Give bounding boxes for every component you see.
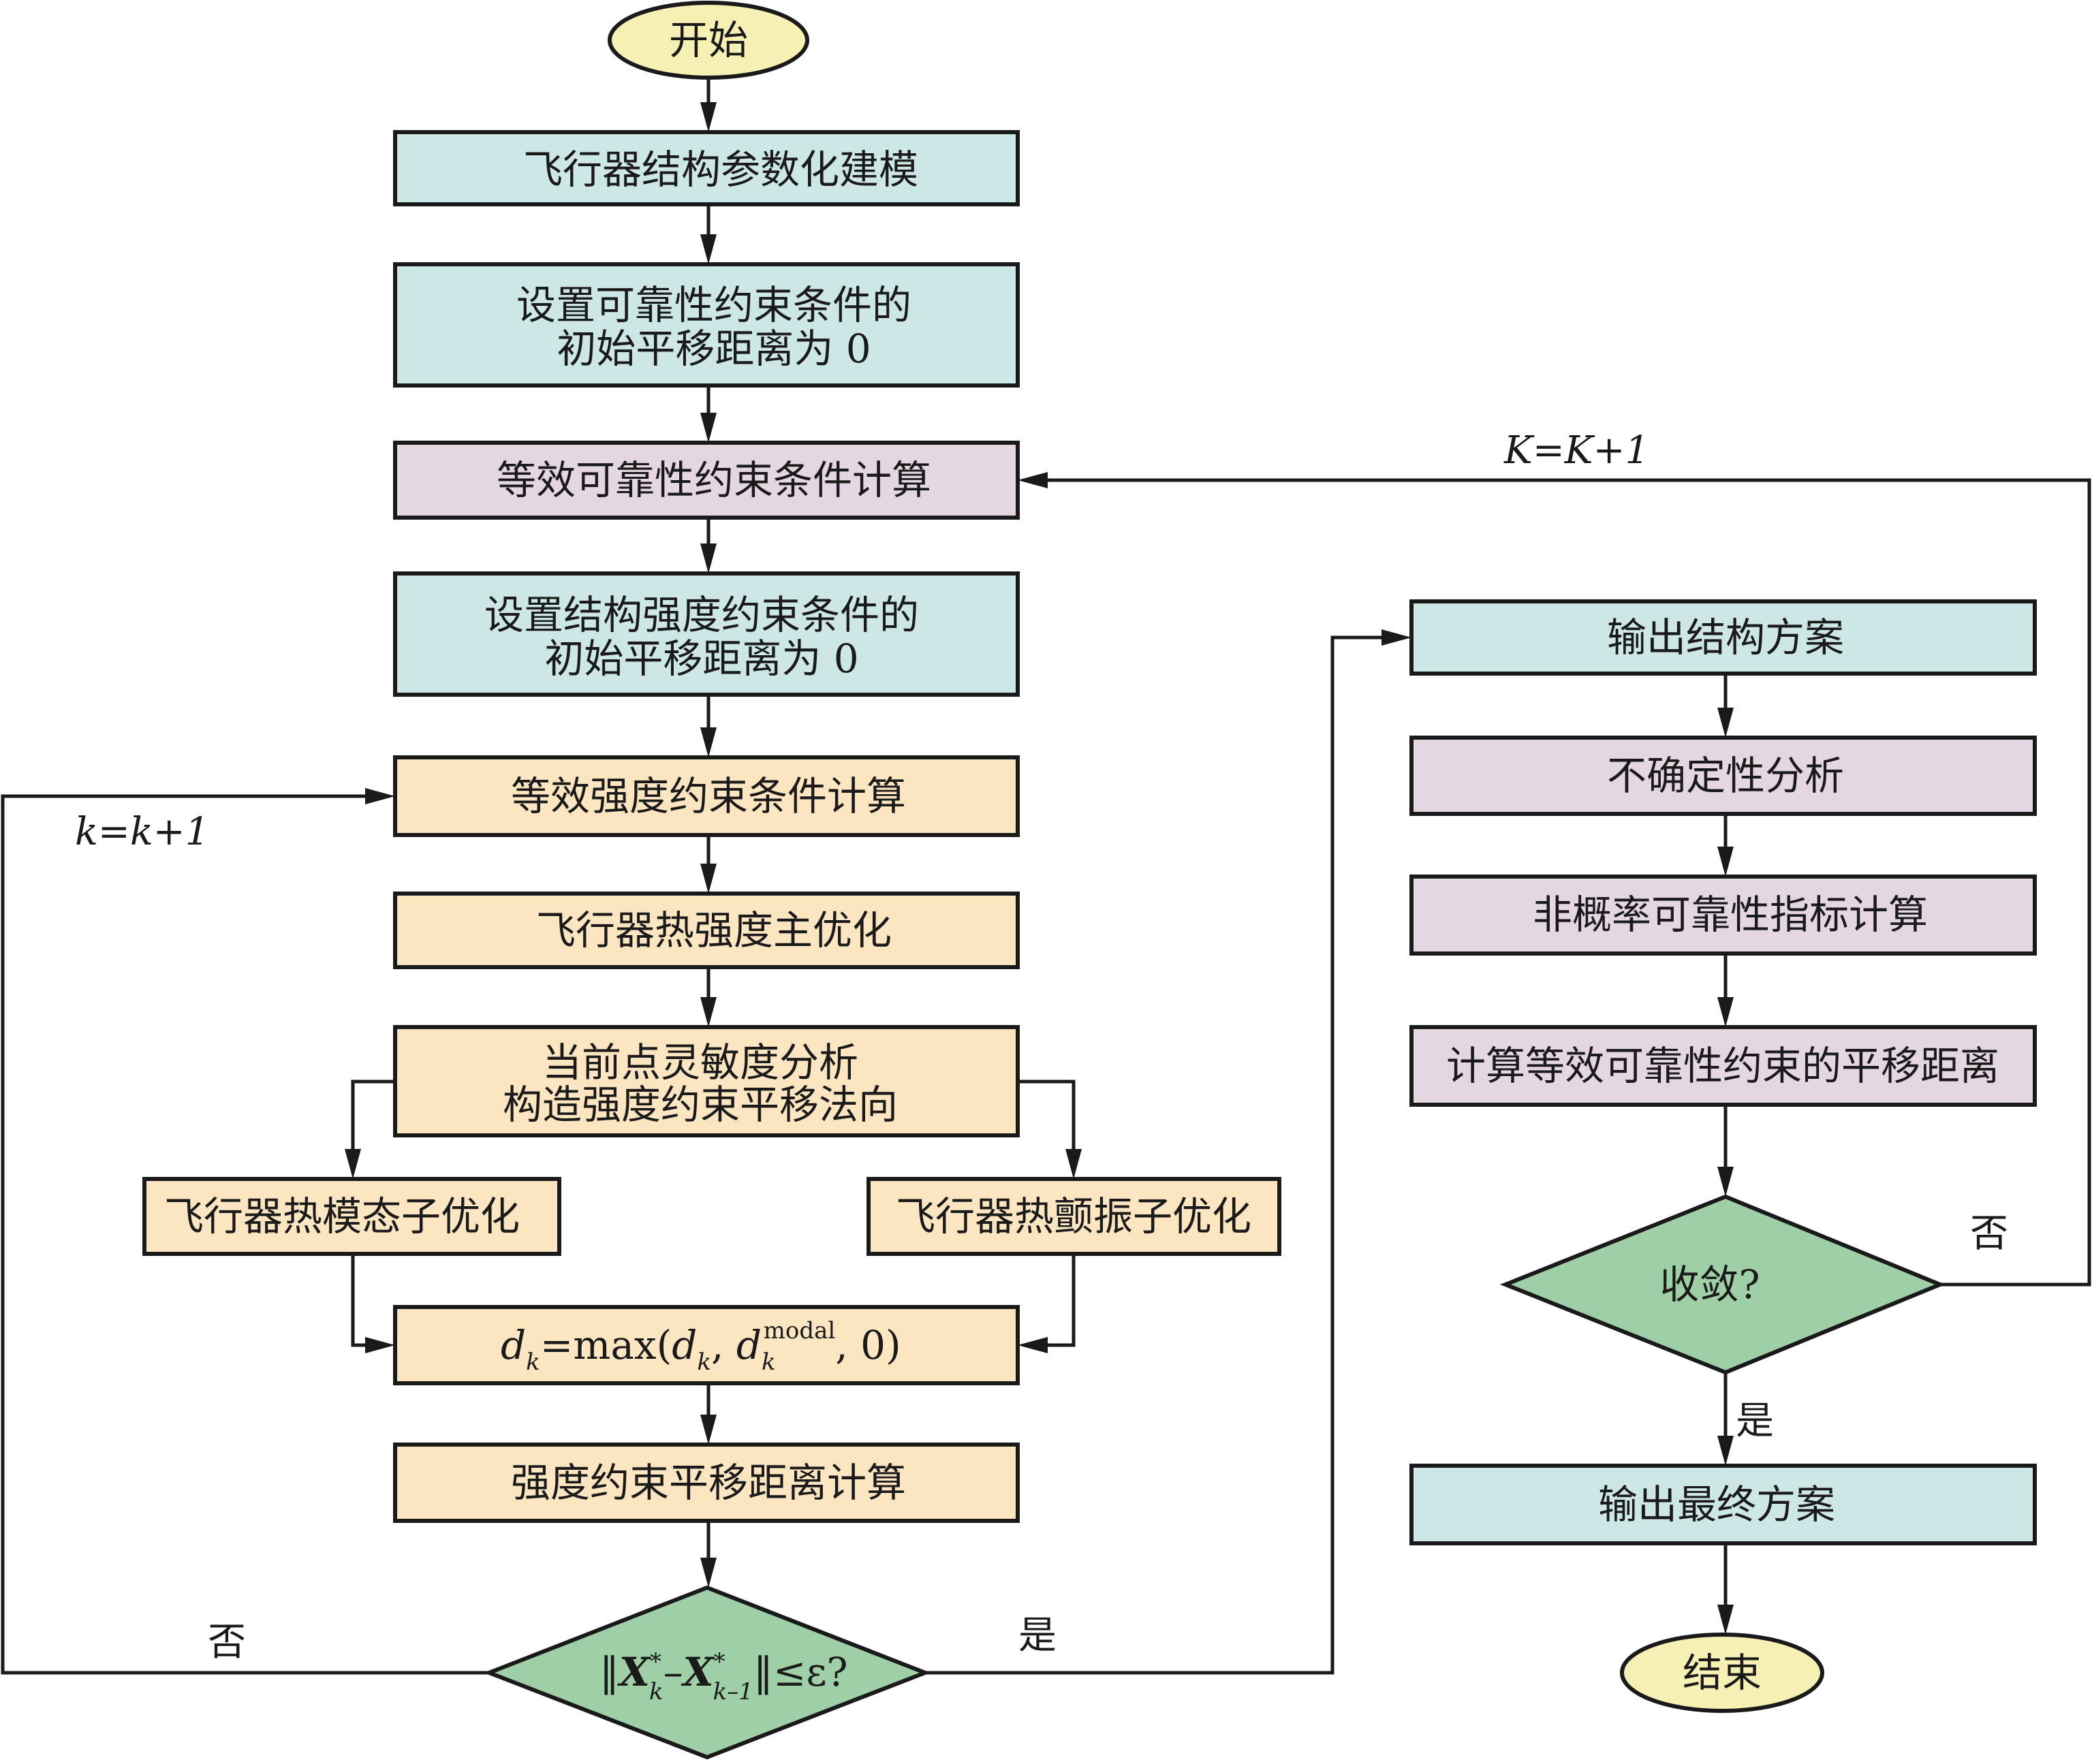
uncertainty-box [1409, 736, 2037, 816]
output-structure-box [1409, 599, 2037, 676]
uncertainty-label: 不确定性分析 [1607, 753, 1844, 799]
arrowheads [345, 102, 1734, 1635]
output-final-label: 输出最终方案 [1598, 1481, 1835, 1528]
arrowhead [1018, 472, 1048, 488]
arrowhead [1717, 997, 1734, 1027]
arrowhead [1065, 1149, 1082, 1179]
arrowhead [1717, 847, 1734, 877]
convergence-check-diamond [483, 1585, 931, 1760]
set-reliability-label-1: 设置可靠性约束条件的 [516, 282, 911, 328]
arrowhead [700, 727, 717, 757]
connectors [1, 78, 2091, 1675]
flutter-sub-opt-box [867, 1177, 1281, 1256]
strength-shift-box [393, 1443, 1020, 1523]
formula-part: =max( [540, 1322, 672, 1368]
arrowhead [1717, 1167, 1734, 1197]
arrowhead [1717, 1605, 1734, 1635]
equiv-strength-box [393, 755, 1020, 837]
nonprob-index-box [1409, 875, 2037, 956]
right-no-label: 否 [1970, 1212, 2008, 1256]
arrowhead [700, 1558, 717, 1588]
dk-formula-label: dk=max(dk, dkmodal, 0) [501, 1317, 901, 1376]
arrowhead [700, 544, 717, 573]
end-terminal [1620, 1633, 1824, 1713]
output-structure-label: 输出结构方案 [1607, 614, 1844, 661]
formula-part: k [697, 1349, 711, 1376]
arrowhead [345, 1149, 361, 1179]
sensitivity-label-1: 当前点灵敏度分析 [542, 1039, 858, 1086]
formula-part: d [501, 1322, 526, 1368]
main-opt-box [393, 892, 1020, 969]
formula-part: k [649, 1678, 663, 1705]
formula-part: , 0) [835, 1322, 901, 1368]
main-opt-label: 飞行器热强度主优化 [536, 907, 892, 954]
equiv-rel-shift-label: 计算等效可靠性约束的平移距离 [1446, 1043, 1999, 1089]
equiv-strength-label: 等效强度约束条件计算 [511, 773, 906, 819]
arrowhead [700, 102, 717, 132]
formula-part: X [616, 1649, 651, 1695]
arrowhead [365, 1337, 395, 1353]
edge-sens-modal [351, 1080, 395, 1156]
arrowhead [1717, 1436, 1734, 1466]
set-reliability-label-2: 初始平移距离为 0 [557, 326, 871, 372]
sensitivity-label-2: 构造强度约束平移法向 [503, 1082, 898, 1128]
formula-part: k–1 [713, 1678, 753, 1705]
formula-part: ‖ [599, 1649, 619, 1695]
formula-part: k [762, 1349, 776, 1376]
edge-sens-flutter [1018, 1080, 1076, 1156]
formula-part: , [711, 1322, 736, 1368]
set-reliability-box [393, 262, 1020, 388]
arrowhead [700, 234, 717, 264]
formula-part: k [526, 1349, 540, 1376]
edge-yes-output [925, 635, 1388, 1675]
equiv-reliability-label: 等效可靠性约束条件计算 [497, 457, 931, 503]
modal-sub-opt-box [142, 1177, 561, 1256]
arrowhead [365, 788, 395, 804]
formula-part: ‖≤ε? [753, 1649, 848, 1695]
set-strength-box [393, 571, 1020, 697]
formula-part: X [681, 1649, 715, 1695]
arrowhead [700, 864, 717, 894]
set-strength-label-1: 设置结构强度约束条件的 [484, 592, 919, 638]
modeling-box [393, 130, 1020, 206]
converge-label: 收敛? [1659, 1261, 1760, 1308]
arrowhead [700, 997, 717, 1027]
arrowhead [700, 413, 717, 443]
equiv-reliability-box [393, 441, 1020, 520]
arrowhead [1018, 1337, 1048, 1353]
left-no-label: 否 [208, 1620, 246, 1665]
edge-flutter-dk [1041, 1254, 1076, 1347]
converge-diamond [1499, 1194, 1946, 1375]
set-strength-label-2: 初始平移距离为 0 [544, 635, 858, 682]
equiv-rel-shift-box [1409, 1025, 2037, 1107]
formula-part: d [736, 1322, 762, 1368]
flutter-sub-opt-label: 飞行器热颤振子优化 [896, 1193, 1251, 1240]
edge-inner-loop [1, 794, 489, 1675]
start-terminal [608, 1, 809, 80]
left-yes-label: 是 [1018, 1613, 1057, 1658]
modeling-label: 飞行器结构参数化建模 [523, 146, 918, 193]
formula-part: * [650, 1648, 661, 1675]
strength-shift-label: 强度约束平移距离计算 [511, 1460, 906, 1506]
formula-part: * [714, 1648, 725, 1675]
arrowhead [700, 1415, 717, 1445]
arrowhead [1717, 708, 1734, 738]
modal-sub-opt-label: 飞行器热模态子优化 [164, 1193, 520, 1240]
edge-outer-loop [1041, 478, 2091, 1287]
outer-loop-label: K=K+1 [1503, 428, 1649, 473]
start-label: 开始 [669, 17, 748, 63]
edge-modal-dk [351, 1254, 372, 1347]
dk-formula-box [393, 1305, 1020, 1385]
formula-part: – [663, 1649, 683, 1695]
output-final-box [1409, 1464, 2037, 1545]
convergence-check-label: ‖X*k–X*k–1‖≤ε? [599, 1648, 848, 1705]
inner-loop-label: k=k+1 [75, 810, 209, 854]
formula-part: modal [764, 1317, 836, 1344]
nonprob-index-label: 非概率可靠性指标计算 [1533, 892, 1928, 938]
arrowhead [1381, 629, 1411, 646]
end-label: 结束 [1683, 1650, 1762, 1696]
right-yes-label: 是 [1736, 1399, 1774, 1443]
sensitivity-box [393, 1025, 1020, 1137]
formula-part: d [672, 1322, 697, 1368]
